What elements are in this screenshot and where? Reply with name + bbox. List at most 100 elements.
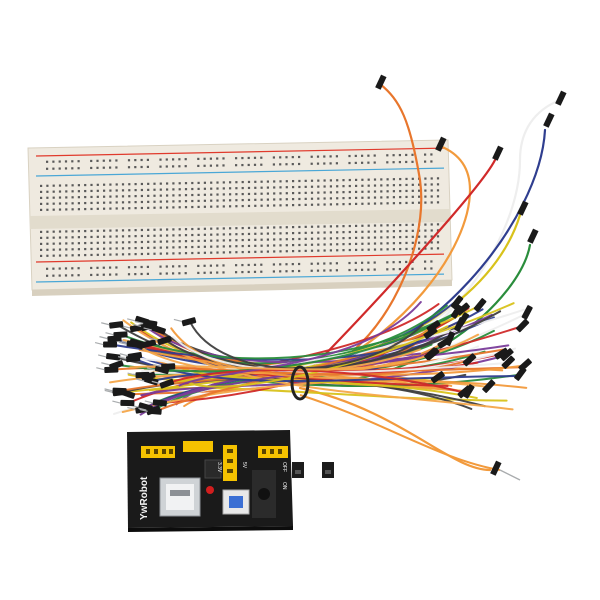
- rail-hole: [424, 267, 427, 270]
- breadboard-hole: [166, 188, 169, 191]
- breadboard-hole: [203, 199, 206, 202]
- breadboard-hole: [323, 185, 326, 188]
- breadboard-hole: [279, 204, 282, 207]
- rail-hole: [52, 274, 55, 277]
- wire-connector: [112, 387, 127, 395]
- breadboard-hole: [273, 198, 276, 201]
- wire-pin: [96, 367, 105, 371]
- breadboard-hole: [424, 177, 427, 180]
- breadboard-hole: [304, 203, 307, 206]
- wire-connector: [105, 353, 121, 361]
- cable-tie: [290, 365, 310, 401]
- rail-hole: [109, 266, 112, 269]
- breadboard-hole: [65, 190, 68, 193]
- rail-hole: [172, 165, 175, 168]
- breadboard-hole: [103, 241, 106, 244]
- breadboard-hole: [266, 186, 269, 189]
- breadboard-hole: [96, 195, 99, 198]
- rail-hole: [197, 164, 200, 168]
- rail-hole: [348, 268, 351, 272]
- breadboard-hole: [235, 181, 238, 184]
- breadboard-hole: [71, 242, 74, 245]
- breadboard-hole: [191, 193, 194, 197]
- breadboard-hole: [241, 180, 244, 184]
- breadboard-hole: [241, 204, 244, 208]
- breadboard-hole: [71, 190, 74, 193]
- breadboard-hole: [285, 204, 288, 207]
- breadboard-hole: [418, 201, 421, 204]
- rail-hole: [184, 272, 187, 275]
- rail-hole: [310, 162, 313, 165]
- breadboard-hole: [424, 229, 427, 232]
- breadboard-hole: [373, 190, 377, 193]
- breadboard-hole: [361, 196, 364, 199]
- breadboard-hole: [178, 240, 181, 243]
- breadboard-hole: [140, 200, 143, 204]
- rail-hole: [209, 271, 212, 274]
- breadboard-hole: [266, 226, 269, 229]
- breadboard-hole: [65, 208, 68, 211]
- breadboard-hole: [386, 178, 389, 181]
- breadboard-hole: [292, 244, 295, 247]
- breadboard-hole: [229, 187, 232, 190]
- breadboard-hole: [128, 201, 131, 204]
- breadboard-hole: [159, 246, 162, 249]
- breadboard-hole: [115, 241, 118, 244]
- breadboard-hole: [147, 194, 150, 197]
- rail-hole: [216, 164, 219, 167]
- breadboard-hole: [178, 234, 181, 237]
- breadboard-hole: [373, 202, 377, 205]
- breadboard-hole: [292, 250, 295, 253]
- breadboard-hole: [222, 239, 225, 242]
- breadboard-hole: [279, 192, 282, 195]
- rail-holes: [46, 153, 433, 277]
- rail-hole: [127, 159, 131, 162]
- breadboard-hole: [58, 254, 62, 257]
- wire-connector: [143, 376, 159, 386]
- rail-hole: [140, 265, 143, 269]
- breadboard-hole: [304, 225, 307, 228]
- breadboard-hole: [229, 251, 232, 254]
- breadboard-hole: [58, 184, 62, 187]
- breadboard-hole: [386, 248, 389, 251]
- breadboard-hole: [197, 239, 200, 243]
- wire-connector: [159, 378, 175, 389]
- rail-hole: [52, 160, 55, 163]
- breadboard-hole: [298, 225, 301, 229]
- breadboard-hole: [336, 197, 339, 200]
- wire-connector: [424, 347, 438, 361]
- breadboard-hole: [424, 183, 427, 186]
- rail-hole: [430, 260, 433, 263]
- breadboard-hole: [71, 236, 74, 239]
- wire-pin: [149, 337, 158, 341]
- rail-hole: [52, 267, 55, 270]
- rail-hole: [298, 269, 301, 273]
- breadboard-hole: [121, 247, 125, 250]
- breadboard-hole: [147, 246, 150, 249]
- rail-hole: [58, 160, 61, 163]
- breadboard-hole: [96, 229, 99, 232]
- breadboard-hole: [128, 247, 131, 250]
- rail-hole: [222, 157, 225, 160]
- wire-connector: [126, 340, 141, 348]
- breadboard-hole: [115, 189, 118, 192]
- rail-hole: [96, 166, 99, 169]
- breadboard-hole: [254, 192, 257, 195]
- breadboard-hole: [84, 183, 87, 187]
- wire-connector: [543, 112, 555, 128]
- rail-hole: [165, 165, 168, 168]
- breadboard-hole: [203, 227, 206, 230]
- breadboard-hole: [279, 186, 282, 189]
- breadboard-hole: [424, 241, 427, 244]
- rail-hole: [109, 273, 112, 276]
- rail-hole: [253, 263, 257, 266]
- breadboard-hole: [216, 181, 219, 184]
- breadboard-hole: [229, 181, 232, 184]
- breadboard-hole: [373, 178, 377, 181]
- breadboard-hole: [254, 180, 257, 183]
- wire-connector: [426, 320, 441, 333]
- breadboard-hole: [273, 186, 276, 189]
- breadboard-hole: [355, 242, 358, 246]
- breadboard-hole: [77, 190, 80, 193]
- breadboard-hole: [84, 247, 87, 251]
